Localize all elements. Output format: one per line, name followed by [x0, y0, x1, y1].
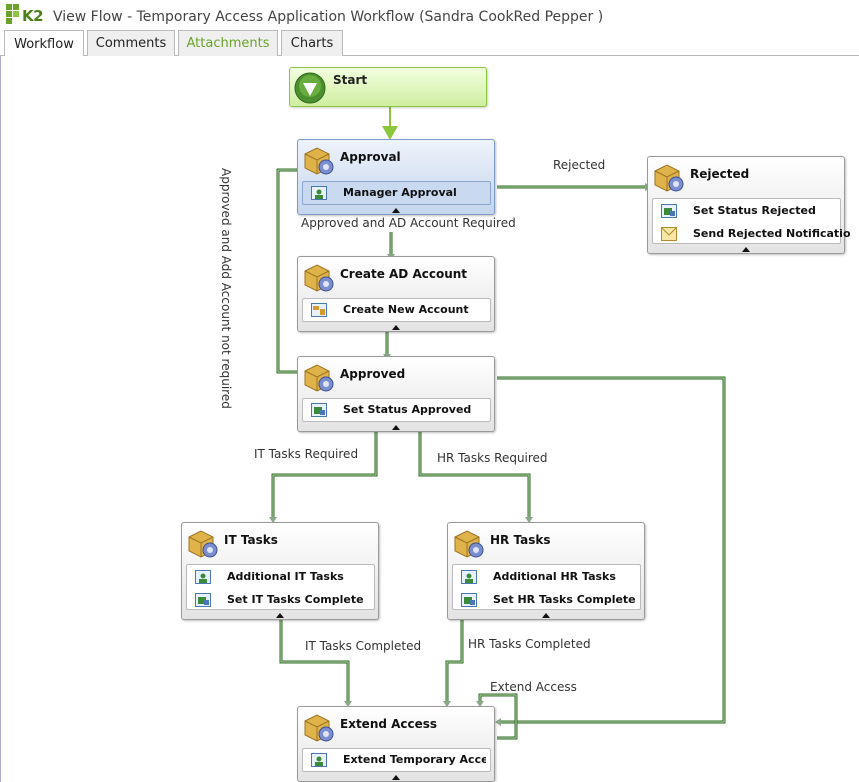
- label-it-required: IT Tasks Required: [254, 447, 359, 461]
- collapse-arrow-icon[interactable]: [392, 425, 400, 430]
- user-task-icon: [461, 570, 477, 584]
- event-item[interactable]: Set HR Tasks Complete: [453, 589, 640, 611]
- user-task-icon: [311, 186, 327, 200]
- event-item[interactable]: Additional HR Tasks: [453, 566, 640, 588]
- activity-box-icon: [654, 164, 684, 192]
- label-approved-ad: Approved and AD Account Required: [301, 216, 516, 230]
- node-extend-access[interactable]: Extend Access Extend Temporary Access: [297, 706, 495, 782]
- label-hr-completed: HR Tasks Completed: [468, 637, 591, 651]
- activity-box-icon: [304, 147, 334, 175]
- event-label: Additional IT Tasks: [227, 570, 344, 583]
- node-title: Extend Access: [340, 717, 438, 731]
- node-rejected[interactable]: Rejected Set Status Rejected Send Reject…: [647, 156, 851, 254]
- k2-logo: K2: [4, 4, 48, 26]
- activity-box-icon: [188, 530, 218, 558]
- code-event-icon: [311, 303, 327, 317]
- logo-text: K2: [22, 7, 44, 25]
- tab-bar: Workflow Comments Attachments Charts: [0, 30, 859, 57]
- server-event-icon: [461, 593, 477, 607]
- activity-box-icon: [304, 264, 334, 292]
- label-it-completed: IT Tasks Completed: [305, 639, 422, 653]
- event-list: Additional IT Tasks Set IT Tasks Complet…: [186, 564, 375, 610]
- event-label: Additional HR Tasks: [493, 570, 616, 583]
- label-hr-required: HR Tasks Required: [437, 451, 548, 465]
- event-item[interactable]: Manager Approval: [303, 182, 490, 204]
- node-title: Rejected: [690, 167, 750, 181]
- node-title: Create AD Account: [340, 267, 468, 281]
- title-bar: K2 View Flow - Temporary Access Applicat…: [0, 0, 859, 32]
- tab-workflow[interactable]: Workflow: [4, 30, 84, 57]
- node-title: Start: [333, 73, 368, 87]
- event-label: Manager Approval: [343, 186, 457, 199]
- event-item[interactable]: Extend Temporary Access: [303, 749, 490, 771]
- label-approved-no-ad: Approved and Add Account not required: [219, 168, 233, 409]
- event-list: Create New Account: [302, 298, 491, 322]
- event-item[interactable]: Set Status Rejected: [653, 200, 840, 222]
- mail-event-icon: [661, 227, 677, 241]
- event-label: Set HR Tasks Complete: [493, 593, 636, 606]
- event-item[interactable]: Set IT Tasks Complete: [187, 589, 374, 611]
- event-list: Additional HR Tasks Set HR Tasks Complet…: [452, 564, 641, 610]
- page-title: View Flow - Temporary Access Application…: [53, 9, 604, 25]
- tab-charts[interactable]: Charts: [281, 30, 343, 56]
- node-start[interactable]: Start: [289, 67, 487, 107]
- tab-attachments[interactable]: Attachments: [178, 30, 278, 56]
- event-label: Set Status Rejected: [693, 204, 816, 217]
- event-item[interactable]: Send Rejected Notificatio: [653, 223, 851, 245]
- collapse-arrow-icon[interactable]: [542, 613, 550, 618]
- event-list: Set Status Rejected Send Rejected Notifi…: [652, 198, 851, 245]
- server-event-icon: [661, 204, 677, 218]
- collapse-arrow-icon[interactable]: [392, 208, 400, 213]
- event-item[interactable]: Set Status Approved: [303, 399, 490, 421]
- event-list: Extend Temporary Access: [302, 748, 491, 772]
- collapse-arrow-icon[interactable]: [392, 775, 400, 780]
- activity-box-icon: [304, 714, 334, 742]
- node-title: Approval: [340, 150, 401, 164]
- event-label: Set Status Approved: [343, 403, 472, 416]
- activity-box-icon: [454, 530, 484, 558]
- event-item[interactable]: Create New Account: [303, 299, 490, 321]
- node-approval[interactable]: Approval Manager Approval: [297, 139, 495, 215]
- event-label: Send Rejected Notificatio: [693, 227, 851, 240]
- node-it-tasks[interactable]: IT Tasks Additional IT Tasks Set IT Task…: [181, 522, 379, 620]
- node-title: HR Tasks: [490, 533, 551, 547]
- node-title: Approved: [340, 367, 406, 381]
- start-play-icon: [294, 72, 326, 104]
- label-extend-access: Extend Access: [490, 680, 577, 694]
- event-item[interactable]: Additional IT Tasks: [187, 566, 374, 588]
- collapse-arrow-icon[interactable]: [742, 247, 750, 252]
- event-label: Set IT Tasks Complete: [227, 593, 364, 606]
- activity-box-icon: [304, 364, 334, 392]
- node-create-ad-account[interactable]: Create AD Account Create New Account: [297, 256, 495, 332]
- event-list: Manager Approval: [302, 181, 491, 205]
- server-event-icon: [311, 403, 327, 417]
- server-event-icon: [195, 593, 211, 607]
- node-title: IT Tasks: [224, 533, 278, 547]
- collapse-arrow-icon[interactable]: [392, 325, 400, 330]
- event-list: Set Status Approved: [302, 398, 491, 422]
- user-task-icon: [195, 570, 211, 584]
- tab-comments[interactable]: Comments: [87, 30, 175, 56]
- event-label: Create New Account: [343, 303, 469, 316]
- node-approved[interactable]: Approved Set Status Approved: [297, 356, 495, 432]
- collapse-arrow-icon[interactable]: [276, 613, 284, 618]
- user-task-icon: [311, 753, 327, 767]
- node-hr-tasks[interactable]: HR Tasks Additional HR Tasks Set HR Task…: [447, 522, 645, 620]
- label-rejected: Rejected: [553, 158, 606, 172]
- event-label: Extend Temporary Access: [343, 753, 486, 766]
